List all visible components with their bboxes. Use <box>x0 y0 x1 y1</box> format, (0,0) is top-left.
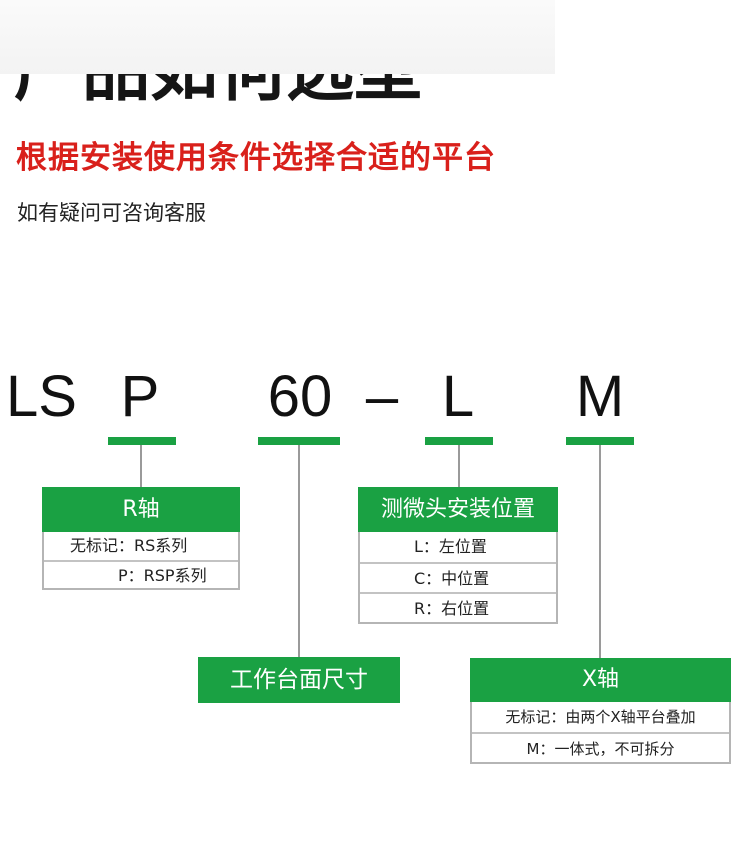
micrometer-option: L：左位置 <box>414 537 487 556</box>
x-axis-option: 无标记：由两个X轴平台叠加 <box>505 708 696 726</box>
r-axis-options: 无标记：RS系列 P：RSP系列 <box>42 532 240 590</box>
code-segment-m: M <box>575 364 625 429</box>
connector-p <box>140 445 142 487</box>
table-size-box: 工作台面尺寸 <box>198 657 400 703</box>
underline-m <box>566 437 634 445</box>
micrometer-option: R：右位置 <box>360 592 556 622</box>
r-axis-box: R轴 无标记：RS系列 P：RSP系列 <box>42 487 240 590</box>
code-segment-p: P <box>120 364 160 429</box>
micrometer-option: C：中位置 <box>360 562 556 592</box>
connector-size <box>298 445 300 657</box>
micrometer-options: L：左位置 C：中位置 R：右位置 <box>358 532 558 624</box>
consult-note: 如有疑问可咨询客服 <box>17 201 206 225</box>
x-axis-options: 无标记：由两个X轴平台叠加 M：一体式，不可拆分 <box>470 702 731 764</box>
connector-l <box>458 445 460 487</box>
code-segment-ls: LS <box>6 364 77 429</box>
code-segment-l: L <box>441 364 475 429</box>
code-segment-size: 60 <box>267 364 333 429</box>
r-axis-option: P：RSP系列 <box>44 560 238 588</box>
x-axis-option: M：一体式，不可拆分 <box>472 732 729 762</box>
underline-l <box>425 437 493 445</box>
underline-p <box>108 437 176 445</box>
x-axis-title: X轴 <box>470 658 731 702</box>
r-axis-option: 无标记：RS系列 <box>70 536 188 555</box>
r-axis-title: R轴 <box>42 487 240 532</box>
code-separator: – <box>365 364 399 429</box>
micrometer-box: 测微头安装位置 L：左位置 C：中位置 R：右位置 <box>358 487 558 624</box>
connector-m <box>599 445 601 658</box>
underline-size <box>258 437 340 445</box>
subtitle: 根据安装使用条件选择合适的平台 <box>16 140 496 176</box>
title-overlay-mask <box>0 0 555 74</box>
x-axis-box: X轴 无标记：由两个X轴平台叠加 M：一体式，不可拆分 <box>470 658 731 764</box>
micrometer-title: 测微头安装位置 <box>358 487 558 532</box>
